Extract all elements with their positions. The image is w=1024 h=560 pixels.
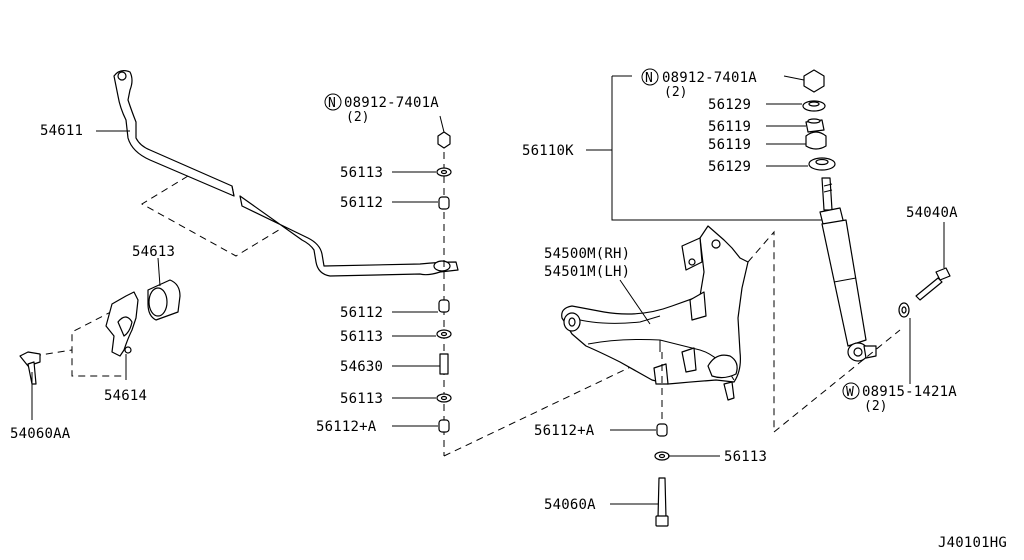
assembly-line-link (443, 351, 663, 457)
bushing[interactable] (147, 279, 181, 321)
label-54060AA: 54060AA (10, 426, 71, 442)
label-56110K: 56110K (522, 143, 574, 159)
label-54501M: 54501M(LH) (544, 264, 630, 280)
assembly-line-bar (141, 175, 283, 257)
label-56113-mid: 56113 (724, 449, 767, 465)
label-54614: 54614 (104, 388, 147, 404)
label-nut-left-qty: (2) (346, 110, 369, 125)
bolt-54060AA[interactable] (19, 351, 41, 385)
bushing-56112-b[interactable] (438, 299, 450, 313)
label-56112A-mid: 56112+A (534, 423, 595, 439)
label-56119-a: 56119 (708, 119, 751, 135)
label-56129-b: 56129 (708, 159, 751, 175)
washer-symbol (842, 382, 860, 400)
washer-56113-c[interactable] (436, 393, 452, 403)
washer-symbol-letter: W (846, 385, 854, 400)
label-washer-qty: (2) (864, 399, 887, 414)
bushing-56119-b[interactable] (805, 131, 827, 150)
leader-lines (31, 75, 945, 505)
bushing-56112A-left[interactable] (438, 419, 450, 433)
washer-56129-a[interactable] (802, 100, 826, 112)
bracket-56110K (611, 76, 822, 221)
assembly-line-shock (773, 329, 901, 433)
diagram-code: J40101HG (938, 535, 1007, 551)
nut-right[interactable] (803, 69, 825, 93)
bracket[interactable] (105, 291, 139, 357)
sleeve-54630[interactable] (439, 353, 449, 375)
nut-symbol-left-letter: N (328, 96, 336, 111)
nut-left[interactable] (437, 131, 451, 149)
label-56112-b: 56112 (340, 305, 383, 321)
bushing-56119-a[interactable] (805, 118, 825, 133)
label-56112A-left: 56112+A (316, 419, 377, 435)
nut-symbol-right-letter: N (645, 71, 653, 86)
label-54060A: 54060A (544, 497, 596, 513)
label-56129-a: 56129 (708, 97, 751, 113)
label-56119-b: 56119 (708, 137, 751, 153)
label-54500M: 54500M(RH) (544, 246, 630, 262)
stabilizer-bar[interactable] (113, 70, 459, 277)
washer-56113-b[interactable] (436, 329, 452, 339)
washer-56129-b[interactable] (808, 157, 836, 171)
bushing-56112A-mid[interactable] (656, 423, 668, 437)
label-nut-right-qty: (2) (664, 85, 687, 100)
label-54040A: 54040A (906, 205, 958, 221)
label-nut-right-code: 08912-7401A (662, 70, 757, 86)
washer-08915[interactable] (898, 302, 910, 318)
label-54613: 54613 (132, 244, 175, 260)
shock-absorber[interactable] (819, 177, 877, 362)
lower-control-arm[interactable] (561, 225, 749, 401)
label-56113-c: 56113 (340, 391, 383, 407)
bushing-56112-a[interactable] (438, 196, 450, 210)
bolt-54040A[interactable] (915, 267, 951, 301)
washer-56113-mid[interactable] (654, 451, 670, 461)
nut-symbol-right (641, 68, 659, 86)
label-washer-code: 08915-1421A (862, 384, 957, 400)
assembly-line-arm (747, 230, 775, 432)
label-56113-a: 56113 (340, 165, 383, 181)
label-nut-left-code: 08912-7401A (344, 95, 439, 111)
label-54611: 54611 (40, 123, 83, 139)
washer-56113-a[interactable] (436, 167, 452, 177)
nut-symbol-left (324, 93, 342, 111)
label-54630: 54630 (340, 359, 383, 375)
label-56112-a: 56112 (340, 195, 383, 211)
bolt-54060A[interactable] (655, 477, 669, 527)
label-56113-b: 56113 (340, 329, 383, 345)
